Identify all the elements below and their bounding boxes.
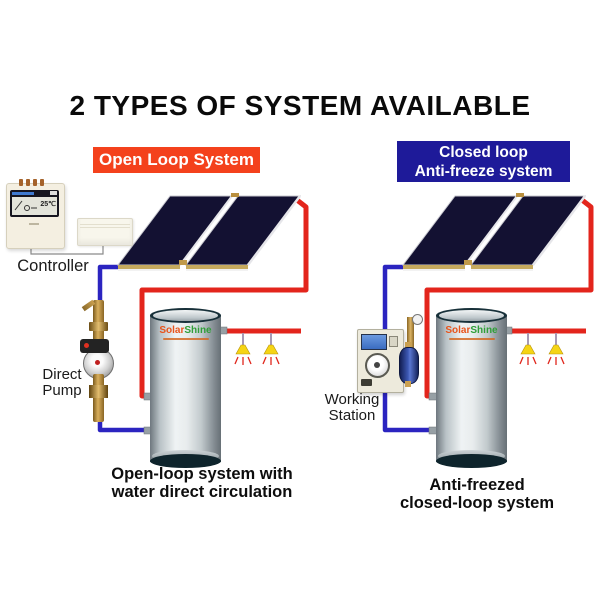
- screen-title-bar: [12, 192, 34, 195]
- direct-pump-label: Direct Pump: [42, 366, 82, 399]
- station-display-slot: [361, 379, 372, 386]
- closed-loop-badge-line1: Closed loop: [439, 144, 528, 161]
- pump-hex-fitting: [89, 322, 108, 331]
- controller-label: Controller: [17, 257, 89, 275]
- temperature-reading: 25℃: [40, 201, 56, 208]
- screen-display: 25℃: [12, 197, 57, 215]
- working-station-label: Working Station: [324, 391, 380, 424]
- solarshine-logo: SolarShine: [436, 326, 507, 340]
- page-title: 2 TYPES OF SYSTEM AVAILABLE: [69, 90, 531, 121]
- closed-system-caption: Anti-freezed closed-loop system: [399, 476, 555, 512]
- logo-tagline: [448, 338, 495, 340]
- closed-loop-badge-line2: Anti-freeze system: [414, 163, 553, 180]
- storage-tank: SolarShine: [150, 308, 221, 468]
- controller-screen: 25℃: [10, 190, 59, 217]
- expansion-tank: [399, 347, 419, 384]
- closed-loop-badge: Closed loop Anti-freeze system: [397, 141, 570, 182]
- pump-hex-fitting-bottom: [89, 385, 108, 398]
- screen-schematic-icon: [14, 200, 37, 211]
- controller-aux-unit: [77, 218, 133, 246]
- storage-tank: SolarShine: [436, 308, 507, 468]
- station-gauge: [365, 353, 390, 378]
- station-button: [389, 336, 398, 347]
- screen-button: [50, 191, 57, 195]
- open-system-caption: Open-loop system with water direct circu…: [111, 465, 293, 501]
- vent-icon: [33, 179, 37, 186]
- logo-tagline: [162, 338, 209, 340]
- station-gauge-needle: [374, 362, 380, 368]
- pump-brass-pipe-bottom: [93, 374, 104, 422]
- pump-center-dot: [95, 360, 100, 365]
- vent-icon: [26, 179, 30, 186]
- pressure-gauge-icon: [412, 314, 423, 325]
- pump-control-cap: [80, 339, 109, 353]
- controller-bracket: [30, 244, 104, 255]
- open-loop-badge: Open Loop System: [93, 147, 260, 173]
- solarshine-logo: SolarShine: [150, 326, 221, 340]
- station-brass-pipe: [407, 317, 414, 349]
- vent-icon: [40, 179, 44, 186]
- pump-brass-pipe-top: [93, 300, 104, 342]
- station-screen: [361, 334, 387, 350]
- vent-icon: [19, 179, 23, 186]
- expansion-tank-fitting: [405, 381, 411, 387]
- controller-slot: [29, 223, 39, 225]
- pump-indicator-light: [84, 343, 89, 348]
- controller-unit: 25℃: [6, 179, 65, 249]
- expansion-tank-fitting: [405, 342, 411, 348]
